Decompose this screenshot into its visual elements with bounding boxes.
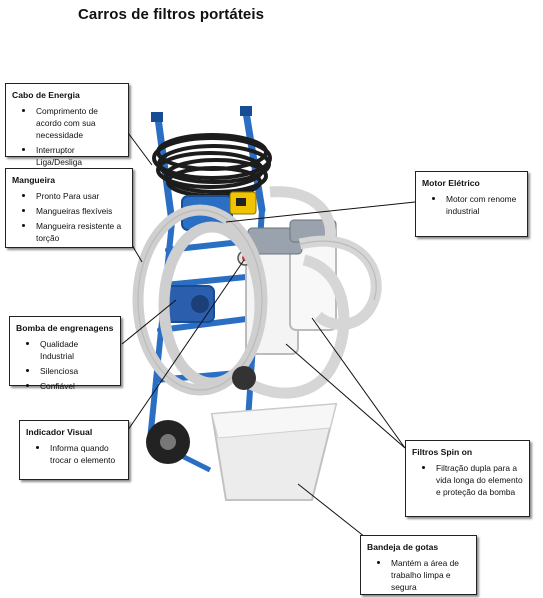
leader-indicador bbox=[127, 259, 245, 431]
callout-cabo-de-energia: Cabo de Energia Comprimento de acordo co… bbox=[5, 83, 129, 167]
callout-mangueira: Mangueira Pronto Para usar Mangueiras fl… bbox=[5, 168, 133, 248]
leader-filtros-1 bbox=[285, 343, 406, 449]
leader-motor bbox=[225, 201, 416, 223]
callout-title: Bomba de engrenagens bbox=[16, 323, 114, 333]
power-cable-coil bbox=[152, 133, 272, 198]
callout-title: Indicador Visual bbox=[26, 427, 93, 437]
callout-item: Comprimento de acordo com sua necessidad… bbox=[22, 105, 122, 141]
callout-item: Mantém a área de trabalho limpa e segura bbox=[377, 557, 470, 593]
callout-title: Cabo de Energia bbox=[12, 90, 80, 100]
callout-title: Filtros Spin on bbox=[412, 447, 473, 457]
leader-lines bbox=[116, 117, 416, 538]
handle-grip-left bbox=[151, 112, 163, 122]
page-title: Carros de filtros portáteis bbox=[78, 6, 265, 23]
leader-filtros-2 bbox=[311, 317, 406, 449]
callout-indicador-visual: Indicador Visual Informa quando trocar o… bbox=[19, 420, 129, 480]
callout-item: Interruptor Liga/Desliga bbox=[22, 144, 122, 168]
callout-item: Pronto Para usar bbox=[22, 190, 126, 202]
callout-item: Mangueira resistente a torção bbox=[22, 220, 126, 244]
callout-item: Mangueiras flexíveis bbox=[22, 205, 126, 217]
leader-bomba bbox=[121, 299, 177, 345]
callout-title: Bandeja de gotas bbox=[367, 542, 439, 552]
callout-filtros-spin-on: Filtros Spin on Filtração dupla para a v… bbox=[405, 440, 530, 517]
handle-grip-right bbox=[240, 106, 252, 116]
callout-bomba-de-engrenagens: Bomba de engrenagens Qualidade Industria… bbox=[9, 316, 121, 391]
callout-bandeja-de-gotas: Bandeja de gotas Mantém a área de trabal… bbox=[360, 535, 477, 595]
callout-item: Silenciosa bbox=[26, 365, 114, 377]
callout-item: Filtração dupla para a vida longa do ele… bbox=[422, 462, 523, 498]
callout-item: Motor com renome industrial bbox=[432, 193, 521, 217]
wheel-right bbox=[232, 366, 256, 390]
callout-item: Informa quando trocar o elemento bbox=[36, 442, 122, 466]
leader-bandeja bbox=[297, 483, 366, 538]
callout-item: Qualidade Industrial bbox=[26, 338, 114, 362]
callout-title: Motor Elétrico bbox=[422, 178, 480, 188]
callout-title: Mangueira bbox=[12, 175, 55, 185]
callout-motor-eletrico: Motor Elétrico Motor com renome industri… bbox=[415, 171, 528, 237]
callout-item: Confiável bbox=[26, 380, 114, 392]
